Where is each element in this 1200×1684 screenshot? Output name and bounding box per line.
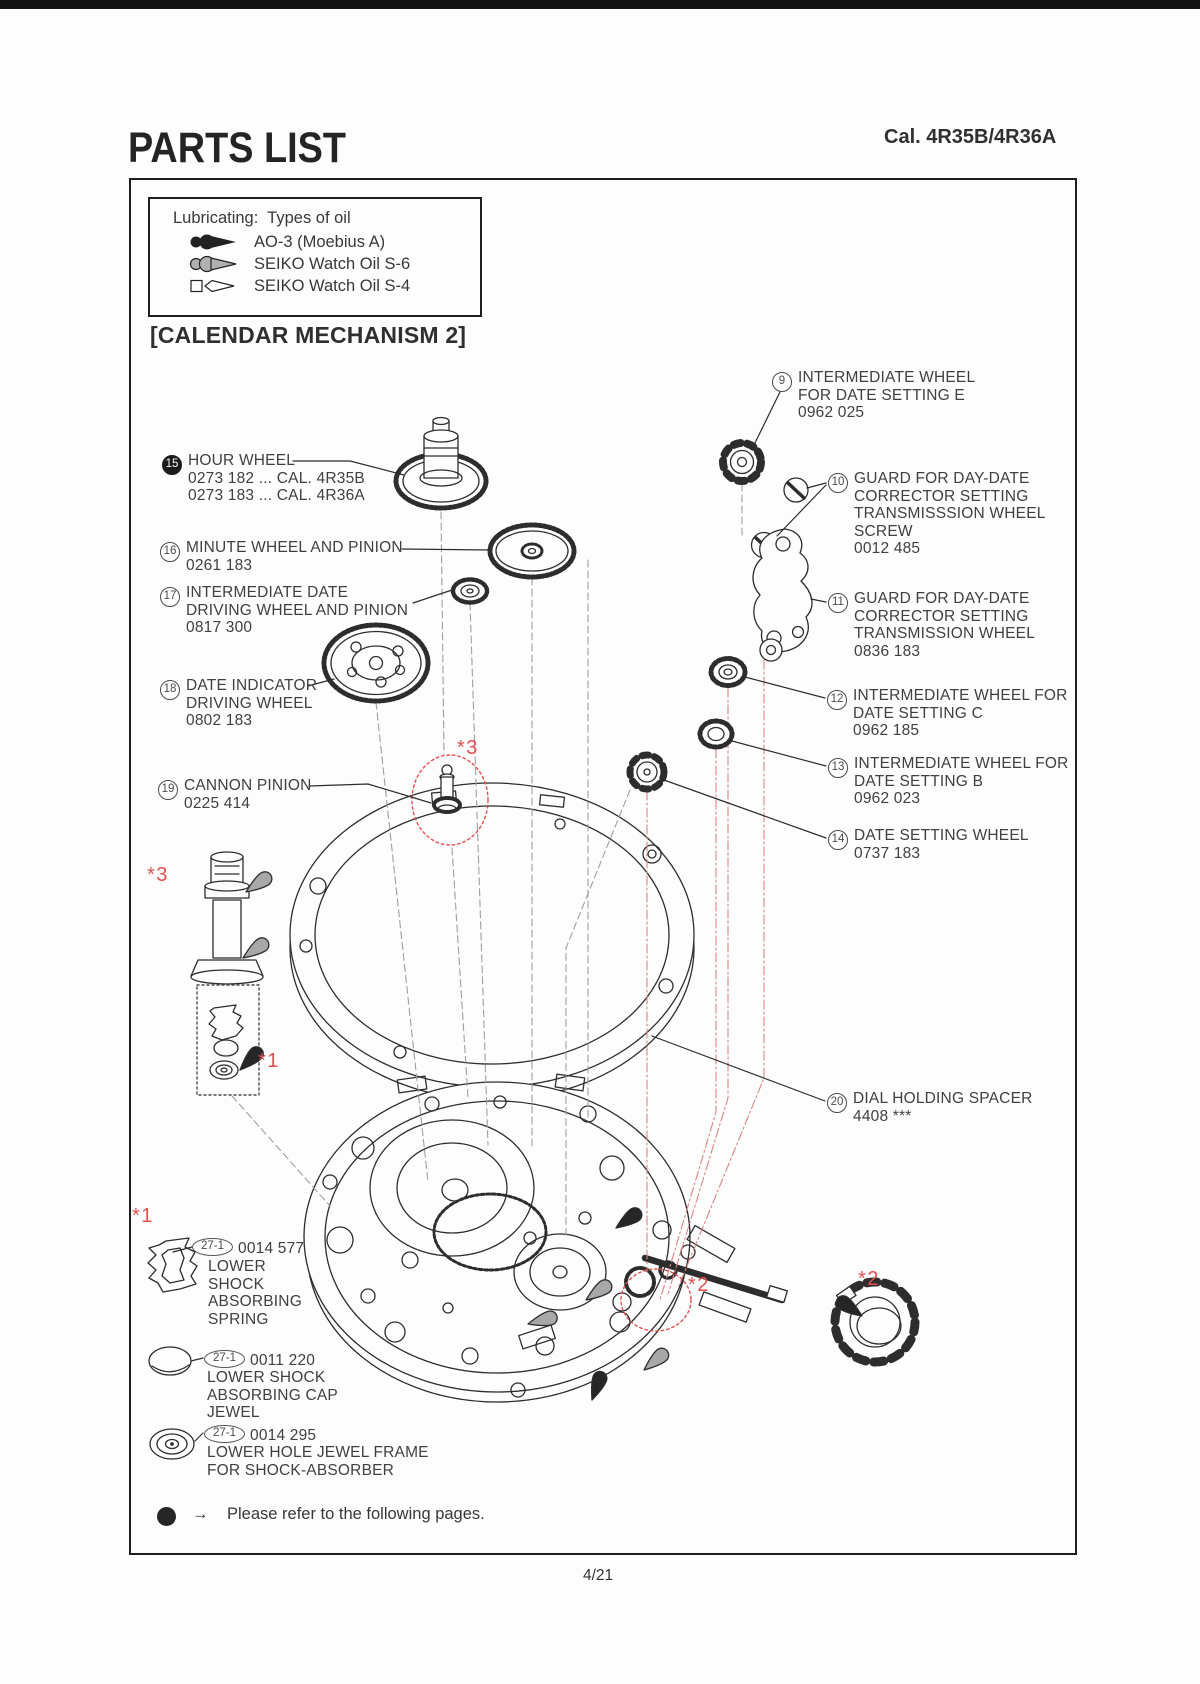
main-plate-drawing xyxy=(303,1081,752,1403)
diagram-frame xyxy=(129,178,1077,1555)
cap-jewel-icon xyxy=(148,1346,192,1376)
leader-lines xyxy=(172,391,827,1442)
sub-part-code: 0014 295 xyxy=(250,1427,317,1444)
marker-star3-detail: *3 xyxy=(147,864,169,886)
marker-star1-box: *1 xyxy=(258,1050,280,1072)
dial-holding-spacer-drawing xyxy=(289,782,695,1101)
part-number-9: 9 xyxy=(772,372,792,392)
sub-part-ref: 27-1 xyxy=(204,1350,245,1368)
winding-stem-drawing xyxy=(641,1254,789,1304)
scan-edge-bar xyxy=(0,0,1200,9)
part-label-intermediate-wheel-c: INTERMEDIATE WHEEL FOR DATE SETTING C 09… xyxy=(853,687,1068,739)
sub-part-ref: 27-1 xyxy=(204,1425,245,1443)
enlarged-cannon-pinion-drawing xyxy=(190,851,264,985)
marker-star1-labels: *1 xyxy=(132,1205,154,1227)
oil-drop-gray-icon xyxy=(188,254,242,279)
part-label-minute-wheel: MINUTE WHEEL AND PINION 0261 183 xyxy=(186,539,403,574)
shock-parts-box xyxy=(196,984,260,1096)
page-title: PARTS LIST xyxy=(128,124,346,172)
sub-part-label-hole-jewel-frame: LOWER HOLE JEWEL FRAME FOR SHOCK-ABSORBE… xyxy=(207,1444,429,1479)
part-label-date-indicator-driving-wheel: DATE INDICATOR DRIVING WHEEL 0802 183 xyxy=(186,677,318,729)
part-number-18: 18 xyxy=(160,680,180,700)
oil-drop-outline-icon xyxy=(188,276,242,301)
part-label-intermediate-wheel-b: INTERMEDIATE WHEEL FOR DATE SETTING B 09… xyxy=(854,755,1069,807)
part-number-16: 16 xyxy=(160,542,180,562)
part-number-14: 14 xyxy=(828,830,848,850)
oil-drop-black-icon xyxy=(584,1368,610,1404)
cannon-pinion-drawing xyxy=(432,764,462,814)
hole-jewel-frame-icon xyxy=(149,1428,195,1460)
section-heading: [CALENDAR MECHANISM 2] xyxy=(150,322,467,348)
part-label-guard-screw: GUARD FOR DAY-DATE CORRECTOR SETTING TRA… xyxy=(854,470,1046,557)
page-number: 4/21 xyxy=(583,1567,614,1584)
part-number-10: 10 xyxy=(828,473,848,493)
shock-spring-icon xyxy=(147,1237,198,1293)
marker-star3-cannon-pinion: *3 xyxy=(457,737,479,759)
footer-note: Please refer to the following pages. xyxy=(227,1505,485,1523)
date-setting-wheel-b-drawing xyxy=(697,718,735,750)
part-number-17: 17 xyxy=(160,587,180,607)
part-label-dial-holding-spacer: DIAL HOLDING SPACER 4408 *** xyxy=(853,1090,1033,1125)
projection-lines xyxy=(231,483,743,1236)
date-setting-wheel-drawing xyxy=(626,751,668,793)
legend-item-label: SEIKO Watch Oil S-4 xyxy=(254,277,411,295)
marker-star2-keyless: *2 xyxy=(688,1274,710,1296)
legend-item-label: AO-3 (Moebius A) xyxy=(254,233,386,251)
keyless-highlight-circle xyxy=(620,1268,692,1332)
sub-part-label-cap-jewel: LOWER SHOCK ABSORBING CAP JEWEL xyxy=(207,1369,338,1421)
enlarged-corrector-wheel-drawing xyxy=(830,1277,920,1367)
refer-arrow: → xyxy=(192,1505,209,1523)
minute-wheel-drawing xyxy=(487,522,577,580)
part-label-date-setting-wheel: DATE SETTING WHEEL 0737 183 xyxy=(854,827,1029,862)
marker-star2-detail: *2 xyxy=(858,1268,880,1290)
oil-drop-gray-icon xyxy=(638,1344,673,1377)
legend-item-label: SEIKO Watch Oil S-6 xyxy=(254,255,411,273)
intermediate-date-driving-wheel-drawing xyxy=(450,577,490,605)
sub-part-code: 0011 220 xyxy=(250,1352,316,1369)
part-label-hour-wheel: HOUR WHEEL 0273 182 ... CAL. 4R35B 0273 … xyxy=(188,452,365,504)
part-number-19: 19 xyxy=(158,780,178,800)
part-number-13: 13 xyxy=(828,758,848,778)
sub-part-code: 0014 577 xyxy=(238,1240,305,1257)
date-setting-wheel-e-drawing xyxy=(719,439,765,485)
caliber-label: Cal. 4R35B/4R36A xyxy=(884,126,1057,148)
part-label-intermediate-date-driving-wheel: INTERMEDIATE DATE DRIVING WHEEL AND PINI… xyxy=(186,584,409,636)
red-projection-lines xyxy=(646,557,765,1301)
part-label-guard: GUARD FOR DAY-DATE CORRECTOR SETTING TRA… xyxy=(854,590,1036,660)
part-label-intermediate-wheel-e: INTERMEDIATE WHEEL FOR DATE SETTING E 09… xyxy=(798,369,976,421)
cannon-pinion-highlight-circle xyxy=(411,754,489,846)
part-number-15: 15 xyxy=(162,455,182,475)
legend-title: Lubricating: Types of oil xyxy=(173,209,351,227)
lubricating-legend: Lubricating: Types of oil AO-3 (Moebius … xyxy=(148,197,482,317)
hour-wheel-drawing xyxy=(393,416,489,511)
date-indicator-driving-wheel-drawing xyxy=(321,622,431,704)
part-number-20: 20 xyxy=(827,1093,847,1113)
oil-drop-black-icon xyxy=(188,232,242,257)
sub-part-ref: 27-1 xyxy=(192,1238,233,1256)
part-label-cannon-pinion: CANNON PINION 0225 414 xyxy=(184,777,312,812)
part-number-12: 12 xyxy=(827,690,847,710)
part-number-11: 11 xyxy=(828,593,848,613)
date-setting-wheel-c-drawing xyxy=(708,656,748,688)
refer-dot-icon xyxy=(157,1507,176,1526)
corrector-guard-drawing xyxy=(752,528,813,662)
sub-part-label-shock-spring: LOWER SHOCK ABSORBING SPRING xyxy=(208,1258,302,1328)
